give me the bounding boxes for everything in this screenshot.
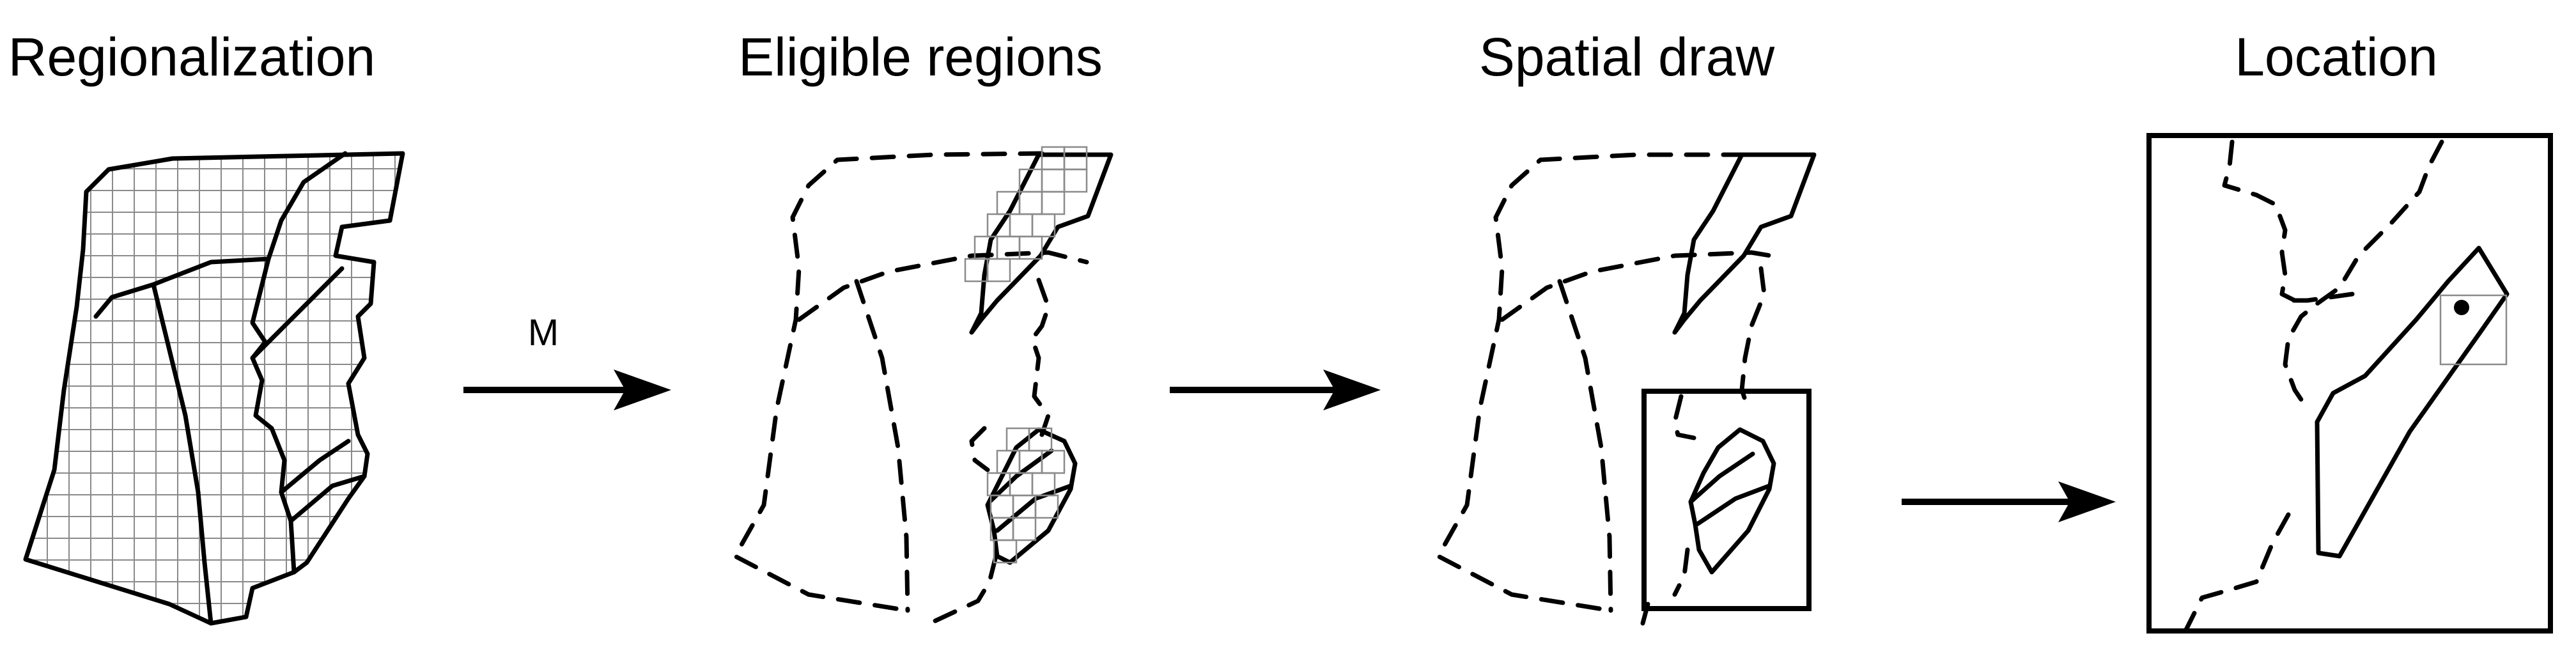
eligible-grid-cell xyxy=(1018,235,1043,260)
transition-arrow-2 xyxy=(1170,369,1381,410)
spatial-draw-title: Spatial draw xyxy=(1479,27,1775,87)
eligible-region-polygons xyxy=(969,152,1113,565)
excluded-region-boundaries-2 xyxy=(1436,152,1773,613)
selected-grid-cell xyxy=(2439,294,2508,366)
location-title: Location xyxy=(2235,27,2438,87)
location-region-polygon xyxy=(2315,245,2510,559)
excluded-region-boundaries xyxy=(733,151,1089,626)
eligible-grid-cell xyxy=(986,258,1011,283)
transition-arrow-m-label: M xyxy=(528,312,559,354)
spatial-draw-map xyxy=(1436,152,1817,626)
drawn-region-polygon xyxy=(1672,152,1817,575)
sampled-location-point xyxy=(2454,300,2469,315)
eligible-grid-cell xyxy=(1041,191,1066,215)
eligible-regions-map xyxy=(733,146,1113,626)
regionalization-title: Regionalization xyxy=(8,27,375,87)
location-frame xyxy=(2146,133,2553,634)
eligible-grid-cell xyxy=(1031,213,1056,238)
eligible-grid-cell xyxy=(1034,494,1059,519)
location-zoom-panel xyxy=(2146,133,2553,634)
eligible-grid-cells xyxy=(964,146,1088,564)
eligible-grid-cell xyxy=(993,539,1018,564)
transition-arrow-m: M xyxy=(463,312,671,410)
location-excluded-boundaries xyxy=(2184,139,2444,632)
eligible-grid-cell xyxy=(1012,517,1037,541)
eligible-grid-cell xyxy=(1041,168,1066,193)
region-boundaries xyxy=(23,151,405,626)
eligible-regions-title: Eligible regions xyxy=(738,27,1103,87)
eligible-grid-cell xyxy=(1009,213,1034,238)
eligible-grid-cell xyxy=(1041,146,1066,171)
eligible-grid-cell xyxy=(1018,191,1043,215)
zoom-window xyxy=(1641,389,1812,611)
regionalization-map xyxy=(23,151,405,626)
eligible-grid-cell xyxy=(1063,168,1088,193)
eligible-grid-cell xyxy=(1063,146,1088,171)
transition-arrow-3 xyxy=(1902,481,2116,522)
